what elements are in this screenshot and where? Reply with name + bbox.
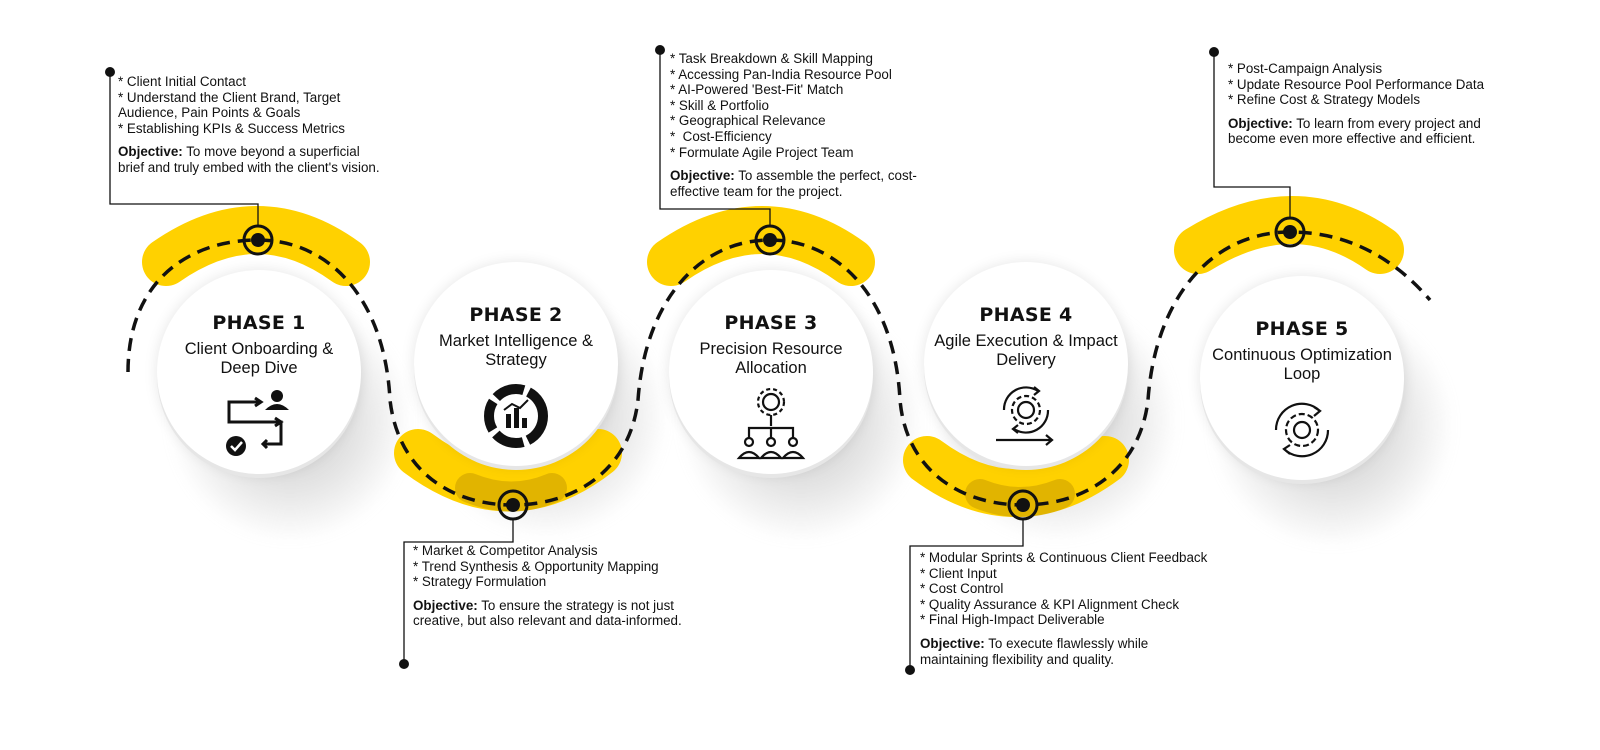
dashed-process-path [126,230,1432,507]
workflow-user-check-icon [226,390,289,456]
objective-label: Objective: [1228,115,1293,131]
phase-3-details: * Task Breakdown & Skill Mapping * Acces… [670,51,932,199]
bullet-item: * Refine Cost & Strategy Models [1228,92,1421,108]
phase-4-details: * Modular Sprints & Continuous Client Fe… [920,550,1260,667]
phase-5-name: Continuous Optimization Loop [1212,346,1392,383]
analytics-chart-icon [484,384,548,448]
bullet-item: * Geographical Relevance [670,113,826,129]
gear-loop-icon [1274,402,1330,458]
objective-text: To assemble the perfect, cost-effective … [670,168,917,199]
phase-1-name: Client Onboarding & Deep Dive [184,340,334,377]
phase-4-name: Agile Execution & Impact Delivery [934,332,1118,369]
objective-label: Objective: [920,635,985,651]
phase-2-objective: Objective: To ensure the strategy is not… [413,598,685,629]
phase-2-title: PHASE 2 [469,304,563,326]
phase-2-circle: PHASE 2 Market Intelligence & Strategy [414,262,618,466]
phase-4-leader [909,519,1024,670]
bullet-item: * Establishing KPIs & Success Metrics [118,120,345,136]
bullet-item: * Client Initial Contact [118,74,247,89]
team-hierarchy-gear-icon [736,388,806,460]
bullet-item: * Skill & Portfolio [670,97,769,113]
phase-1-leader [109,72,259,226]
objective-text: To learn from every project and become e… [1228,115,1481,147]
phase-3-leader [659,50,771,226]
objective-label: Objective: [118,144,183,160]
phase-1-objective: Objective: To move beyond a superficial … [118,144,380,175]
phase-3-title: PHASE 3 [724,312,818,334]
bullet-item: * Formulate Agile Project Team [670,144,854,160]
bullet-item: * Final High-Impact Deliverable [920,612,1105,628]
phase-3-circle: PHASE 3 Precision Resource Allocation [669,270,873,474]
bullet-item: * Post-Campaign Analysis [1228,61,1383,76]
phase-4-circle: PHASE 4 Agile Execution & Impact Deliver… [924,262,1128,466]
phase-2-leader [403,519,514,664]
bullet-item: * Strategy Formulation [413,574,547,590]
phase-3-name: Precision Resource Allocation [699,340,843,377]
phase-5-details: * Post-Campaign Analysis * Update Resour… [1228,61,1493,147]
phase-5-objective: Objective: To learn from every project a… [1228,116,1493,147]
phase-1-details: * Client Initial Contact * Understand th… [118,74,380,176]
bullet-item: * Quality Assurance & KPI Alignment Chec… [920,596,1180,612]
objective-label: Objective: [670,168,735,184]
phase-2-name: Market Intelligence & Strategy [438,332,594,369]
phase-1-title: PHASE 1 [212,312,306,334]
objective-text: To move beyond a superficial brief and t… [118,144,380,175]
objective-text: To execute flawlessly while maintaining … [920,635,1149,667]
phase-3-yellow-arc [647,206,875,286]
bullet-item: * Task Breakdown & Skill Mapping [670,51,873,66]
bullet-item: * Cost-Efficiency [670,128,772,144]
bullet-item: * Update Resource Pool Performance Data [1228,76,1485,92]
bullet-item: * Cost Control [920,581,1004,597]
phase-1-yellow-arc [142,206,370,286]
phase-5-circle: PHASE 5 Continuous Optimization Loop [1200,276,1404,480]
objective-label: Objective: [413,597,478,613]
bullet-item: * Modular Sprints & Continuous Client Fe… [920,550,1208,565]
phase-4-objective: Objective: To execute flawlessly while m… [920,636,1190,667]
bullet-item: * Trend Synthesis & Opportunity Mapping [413,558,659,574]
objective-text: To ensure the strategy is not just creat… [413,597,682,629]
phase-3-objective: Objective: To assemble the perfect, cost… [670,168,932,199]
bullet-item: * AI-Powered 'Best-Fit' Match [670,82,844,98]
phase-1-circle: PHASE 1 Client Onboarding & Deep Dive [157,270,361,474]
bullet-item: * Client Input [920,565,997,581]
bullet-item: * Market & Competitor Analysis [413,543,598,558]
phase-5-yellow-arc [1174,196,1404,274]
phase-5-title: PHASE 5 [1255,318,1349,340]
phase-2-details: * Market & Competitor Analysis * Trend S… [413,543,685,629]
bullet-item: * Accessing Pan-India Resource Pool [670,66,892,82]
agile-cycle-gear-icon [996,386,1054,446]
phase-5-leader [1213,52,1291,218]
phase-4-title: PHASE 4 [979,304,1073,326]
bullet-item: * Understand the Client Brand, Target Au… [118,89,344,121]
